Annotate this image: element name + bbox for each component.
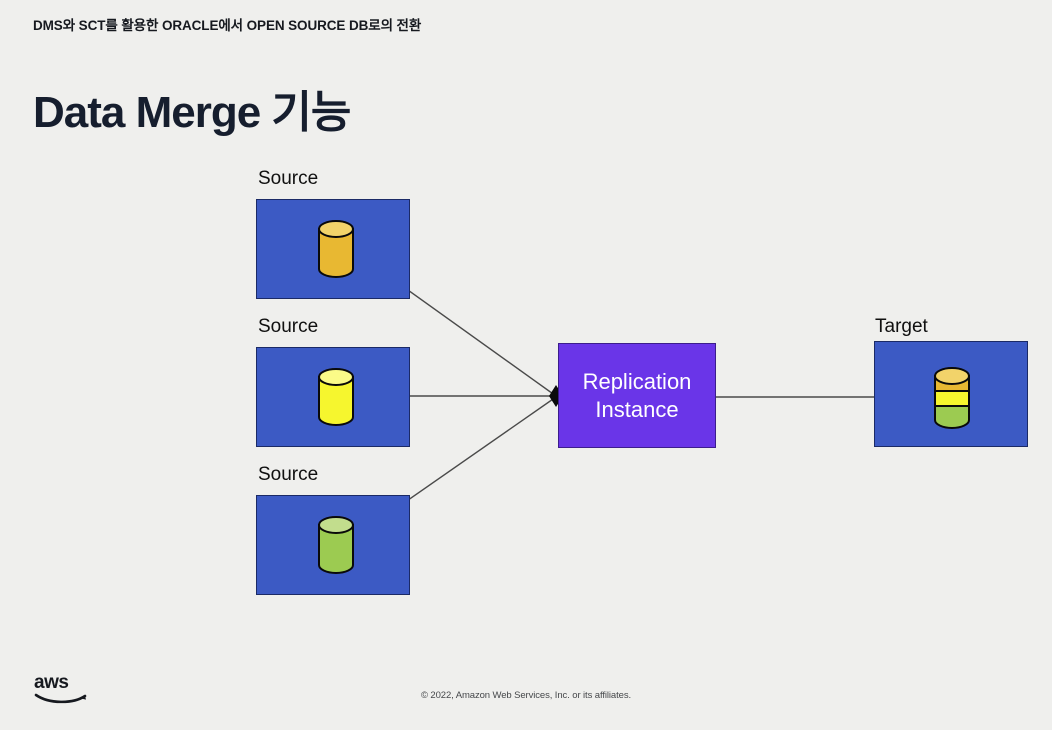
svg-text:aws: aws bbox=[34, 672, 68, 693]
source-3-database-icon bbox=[318, 516, 354, 574]
aws-logo-icon: aws bbox=[34, 672, 87, 704]
source-2-database-icon bbox=[318, 368, 354, 426]
replication-instance-box[interactable]: Replication Instance bbox=[558, 343, 716, 448]
page-title: Data Merge 기능 bbox=[33, 88, 351, 137]
copyright-text: © 2022, Amazon Web Services, Inc. or its… bbox=[420, 690, 632, 701]
source-1-label: Source bbox=[258, 168, 319, 189]
target-label: Target bbox=[875, 316, 928, 337]
source-2-label: Source bbox=[258, 316, 319, 337]
replication-instance-line1: Replication bbox=[582, 368, 692, 394]
source-3-label: Source bbox=[258, 464, 319, 485]
replication-instance-line2: Instance bbox=[595, 396, 679, 422]
target-merged-database-icon bbox=[934, 367, 970, 429]
slide-eyebrow: DMS와 SCT를 활용한 ORACLE에서 OPEN SOURCE DB로의 … bbox=[33, 18, 422, 33]
source-1-database-icon bbox=[318, 220, 354, 278]
